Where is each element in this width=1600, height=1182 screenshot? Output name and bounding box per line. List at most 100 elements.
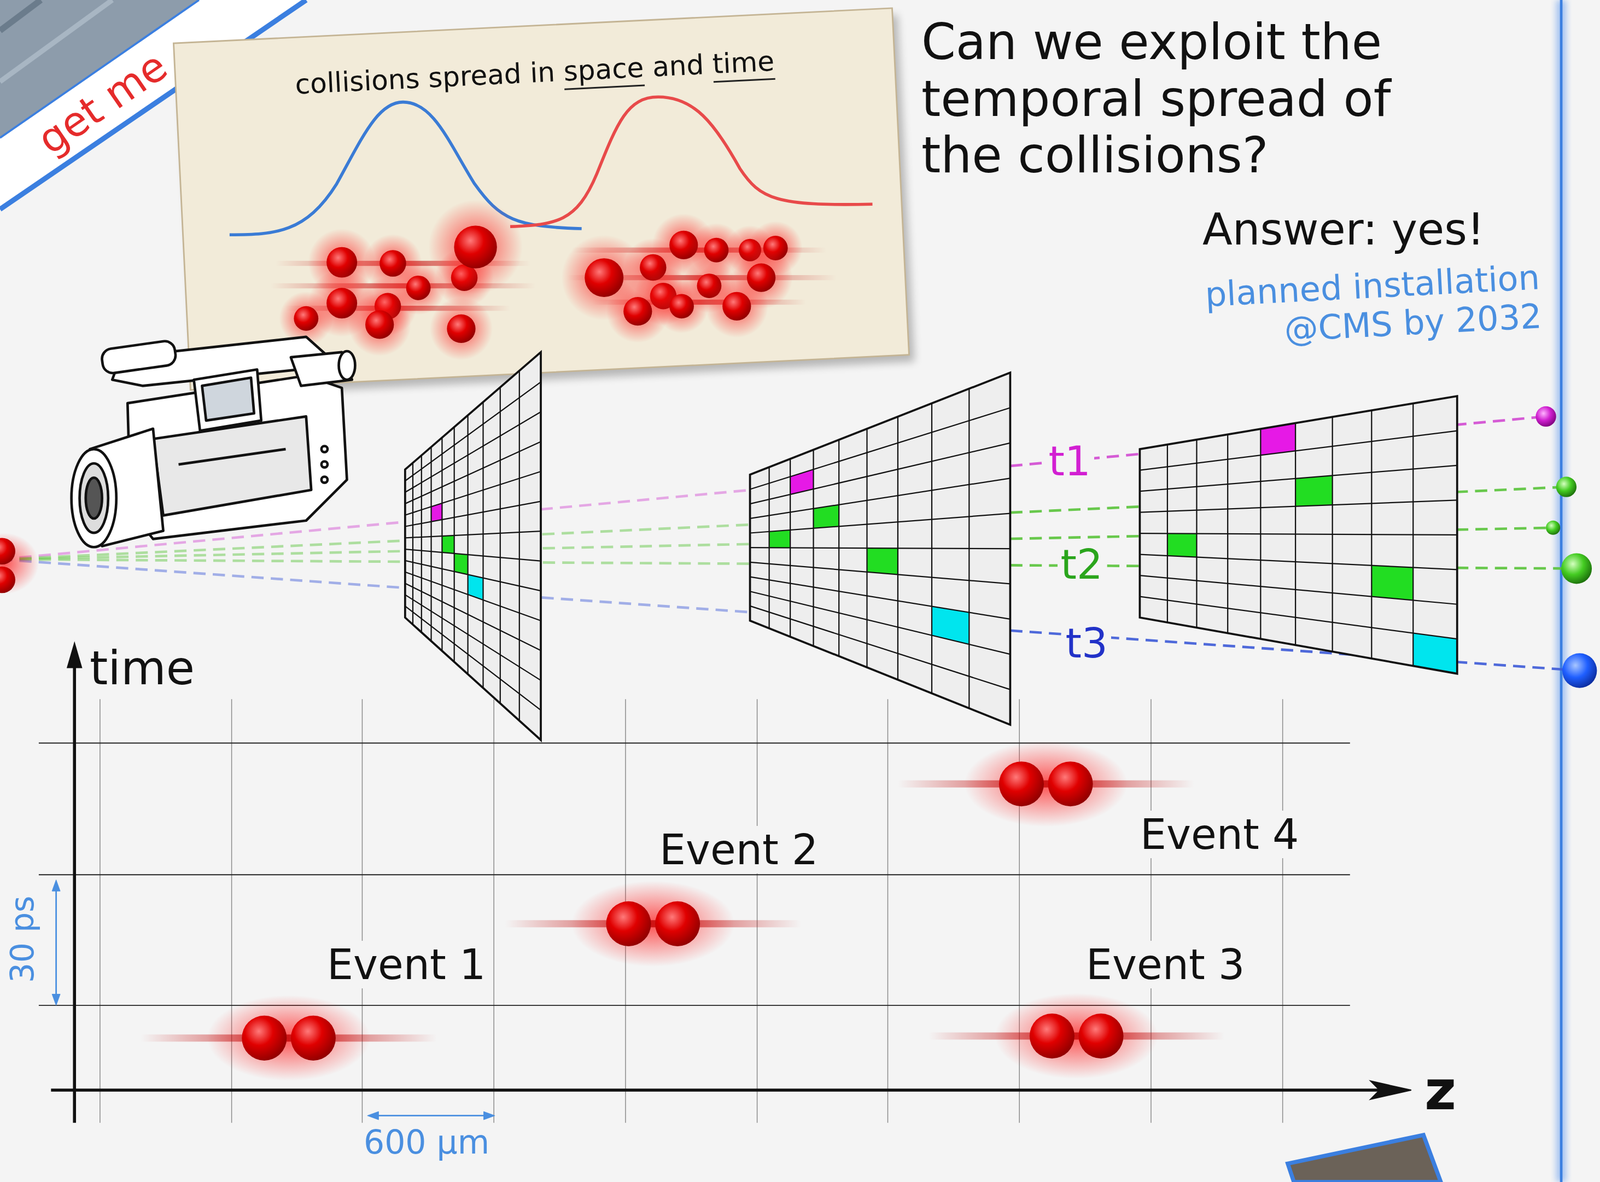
proton-ball: [365, 310, 394, 339]
event-label: Event 3: [1082, 940, 1248, 989]
card-text: collisions spread in space and time: [174, 39, 895, 107]
proton-ball: [999, 761, 1044, 807]
pixel-grid: [1139, 499, 1457, 512]
proton-glow: [730, 246, 793, 309]
dimension-label: 600 µm: [363, 1123, 490, 1161]
pixel-grid: [750, 547, 1011, 549]
pixel-grid: [499, 387, 501, 704]
time-label: t3: [1062, 619, 1112, 667]
plane-outline: [1139, 395, 1457, 674]
pixel-grid: [1139, 596, 1457, 640]
hit-pixel: [468, 574, 484, 600]
proton-ball: [446, 314, 476, 343]
margin-glow: [1556, 0, 1567, 1182]
pixel-grid: [405, 571, 541, 621]
pixel-grid: [405, 594, 541, 680]
note-text: planned installation @CMS by 2032: [1145, 257, 1543, 356]
pixel-grid: [405, 501, 541, 527]
corner-photo-detail: [0, 0, 113, 82]
proton-ball: [293, 306, 319, 331]
motion-streak: [141, 1034, 437, 1042]
time-label: t1: [1045, 437, 1095, 485]
pixel-grid: [482, 401, 484, 688]
pixel-grid: [405, 471, 541, 516]
plane-face: [750, 372, 1011, 725]
pixel-grid: [1139, 533, 1457, 535]
plane-face: [1139, 395, 1457, 674]
proton-ball: [0, 566, 16, 594]
bunch-profile-blue: [229, 102, 582, 236]
proton-ball: [406, 275, 431, 301]
badge-text: get me: [28, 42, 176, 165]
event-label: Event 4: [1136, 810, 1302, 858]
pixel-grid: [405, 605, 541, 710]
question-title: Can we exploit the temporal spread of th…: [921, 13, 1441, 184]
plot-grid: [100, 698, 1283, 1123]
proton-ball: [746, 263, 776, 292]
motion-streak: [928, 1032, 1225, 1040]
pixel-grid: [750, 407, 1011, 490]
plane-face: [405, 352, 541, 740]
motion-streak: [897, 780, 1194, 788]
hit-pixel: [1295, 475, 1333, 506]
proton-ball: [704, 237, 729, 263]
dimension-label: 30 ps: [4, 895, 42, 983]
dimension-arrow: [51, 879, 495, 1120]
plane-outline: [750, 372, 1011, 725]
motion-streak: [505, 919, 802, 927]
proton-ball: [1078, 1013, 1124, 1059]
proton-ball: [605, 901, 651, 947]
axis-label: time: [89, 641, 195, 696]
proton-ball: [290, 1015, 336, 1061]
plot-axes: [50, 643, 1411, 1123]
pixel-grid: [750, 477, 1011, 519]
pixel-grid: [750, 605, 1011, 690]
pixel-grid: [405, 583, 541, 651]
proton-glow: [348, 293, 412, 356]
proton-ball: [453, 225, 497, 268]
proton-ball: [669, 293, 694, 319]
proton-ball: [0, 537, 16, 565]
note-card: collisions spread in space and time: [172, 8, 909, 390]
hit-pixel: [1167, 533, 1197, 557]
pixel-grid: [750, 513, 1011, 534]
detector-plane: [405, 352, 541, 740]
proton-glow: [429, 296, 493, 360]
hit-pixel: [1371, 565, 1413, 601]
pixel-grid: [1139, 430, 1457, 471]
proton-glow: [428, 199, 523, 294]
pixel-grid: [1139, 554, 1457, 570]
proton-ball: [241, 1015, 287, 1061]
hit-pixel: [441, 535, 454, 554]
event-label: Event 1: [323, 940, 489, 989]
axis-label: z: [1424, 1058, 1457, 1122]
pixel-grid: [750, 591, 1011, 654]
hit-pixel: [769, 529, 791, 548]
detector-plane: [1139, 395, 1457, 674]
particle-ball: [1545, 520, 1561, 535]
margin-line: [1560, 0, 1563, 1182]
detector-plane: [750, 372, 1011, 725]
answer-text: Answer: yes!: [1202, 204, 1485, 255]
camera-icon: [71, 336, 356, 547]
plot-grid: [38, 743, 1351, 1006]
proton-ball: [655, 901, 700, 947]
corner-photo: [1287, 1134, 1441, 1182]
pixel-grid: [750, 442, 1011, 504]
particle-ball: [1561, 552, 1592, 584]
proton-ball: [1029, 1013, 1075, 1059]
time-label: t2: [1057, 540, 1107, 588]
pixel-grid: [750, 562, 1011, 585]
pixel-grid: [405, 530, 541, 538]
particle-ball: [1556, 476, 1577, 498]
particle-ball: [1535, 406, 1556, 427]
pixel-grid: [1139, 465, 1457, 492]
pixel-grid: [405, 560, 541, 591]
corner-photo-detail: [0, 0, 42, 31]
event-label: Event 2: [656, 825, 822, 874]
collision-glow: [0, 532, 39, 594]
pixel-grid: [466, 415, 469, 674]
